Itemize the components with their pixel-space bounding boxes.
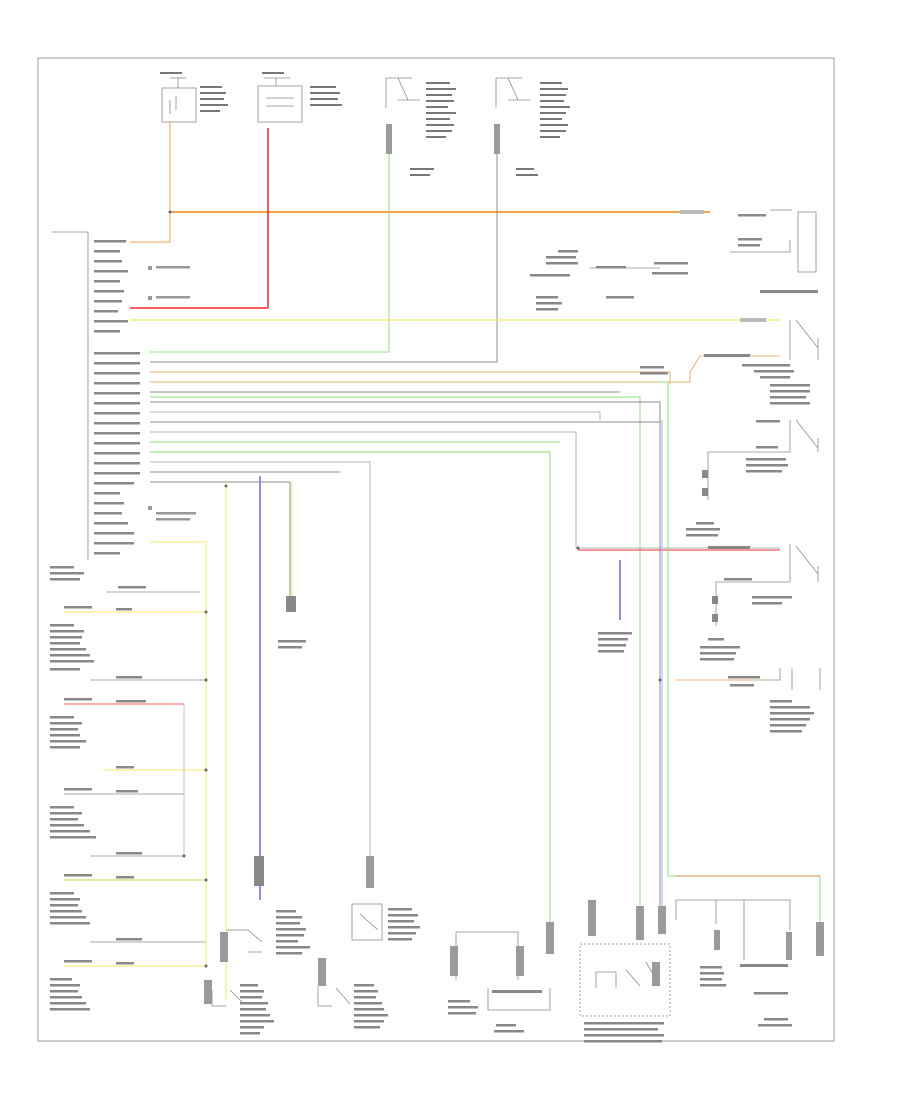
fuse-box-left — [161, 77, 197, 123]
left-switch-list — [50, 566, 206, 1011]
blue-right-labels — [598, 632, 632, 653]
bottom-door-switch-center-right-labels — [354, 908, 420, 1029]
bottom-door-switch-center-left — [211, 929, 263, 1007]
yellow-wire-tag — [740, 318, 766, 322]
diagram-frame — [37, 57, 835, 1042]
center-connector-labels — [254, 596, 306, 886]
right-door-switch-1 — [789, 319, 819, 360]
bottom-right-connector-labels — [700, 964, 792, 1027]
module-pin-labels — [94, 240, 140, 555]
fuse-box-left-labels — [160, 72, 228, 112]
bottom-door-switch-center-right — [317, 903, 383, 1007]
bottom-right-connector — [675, 899, 791, 960]
right-actuator-top-labels — [530, 214, 818, 311]
connector-plugs — [204, 124, 824, 1004]
door-switch-top-1-labels — [410, 82, 456, 176]
wire-yellow-left-feed — [150, 541, 207, 966]
door-switch-top-1 — [385, 77, 420, 108]
right-door-switch-2 — [707, 419, 819, 500]
right-key-switch-labels — [728, 676, 814, 733]
right-door-switch-1-labels — [640, 354, 810, 405]
right-key-switch — [676, 668, 821, 690]
wire-green-right-long — [660, 381, 821, 930]
bottom-motor-left — [455, 931, 551, 1011]
right-actuator-top — [730, 209, 817, 273]
ground-dots — [168, 210, 662, 968]
right-door-switch-3 — [715, 544, 819, 626]
right-door-switch-3-labels — [700, 546, 792, 661]
fuse-box-right — [257, 77, 303, 123]
wire-bundle — [150, 355, 780, 930]
module-stub-markers — [148, 266, 196, 521]
door-switch-top-2 — [495, 77, 530, 108]
door-switch-top-2-labels — [516, 82, 570, 176]
bottom-motor-left-labels — [448, 990, 542, 1033]
bottom-relay-box-labels — [584, 1022, 664, 1043]
bottom-door-switch-center-left-labels — [240, 910, 310, 1035]
right-door-switch-2-labels — [686, 420, 788, 537]
fuse-box-right-labels — [262, 72, 342, 106]
orange-wire-tag — [680, 210, 704, 214]
